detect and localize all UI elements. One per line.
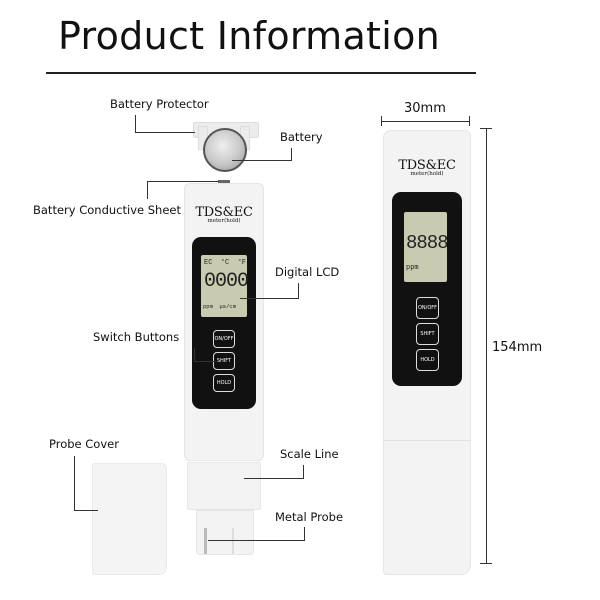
leader-scale-line-h: [244, 478, 304, 479]
digital-lcd-left: EC °C °F 0000 ppm μs/cm: [201, 255, 249, 317]
lcd-reading: 0000: [204, 270, 249, 293]
title-divider: [46, 72, 476, 74]
leader-probe-cover-v: [74, 456, 75, 510]
on-off-button[interactable]: ON/OFF: [416, 297, 439, 319]
label-digital-lcd: Digital LCD: [275, 265, 340, 279]
leader-battery-protector-v: [135, 115, 136, 133]
label-switch-buttons: Switch Buttons: [93, 330, 180, 344]
battery-conductive-sheet: [218, 180, 230, 183]
meter-brand-right: TDS&EC meter(hold): [383, 158, 471, 177]
hold-button[interactable]: HOLD: [416, 349, 439, 371]
leader-probe-cover-h: [74, 510, 98, 511]
leader-digital-lcd-h: [240, 298, 299, 299]
control-panel-right: 8888 ppm ON/OFF SHIFT HOLD: [392, 192, 462, 386]
leader-metal-probe-v: [304, 527, 305, 540]
battery-coin: [203, 128, 247, 172]
brand-subtitle: meter(hold): [410, 171, 444, 177]
dimension-height-tick-top: [480, 128, 492, 129]
lcd-units: ppm: [406, 264, 419, 272]
leader-digital-lcd-v: [298, 283, 299, 298]
leader-battery-v: [291, 148, 292, 160]
probe-cover: [92, 463, 167, 575]
label-battery-conductive-sheet: Battery Conductive Sheet: [33, 203, 181, 217]
page-title: Product Information: [58, 14, 441, 58]
leader-conductive-sheet-v: [147, 181, 148, 199]
lcd-mode-indicators: EC °C °F: [204, 259, 247, 267]
dimension-height-line: [486, 128, 487, 563]
shift-button[interactable]: SHIFT: [213, 352, 235, 370]
leader-switch-buttons-v: [194, 348, 195, 361]
cap-seam: [383, 440, 471, 441]
lcd-units: ppm μs/cm: [203, 303, 237, 310]
leader-conductive-sheet-h: [147, 181, 219, 182]
on-off-button[interactable]: ON/OFF: [213, 330, 235, 348]
leader-metal-probe-h: [208, 540, 305, 541]
leader-battery-protector-h: [135, 132, 195, 133]
dimension-width-label: 30mm: [404, 101, 446, 116]
dimension-height-tick-bottom: [480, 563, 492, 564]
leader-battery-h: [232, 160, 292, 161]
control-panel-left: EC °C °F 0000 ppm μs/cm ON/OFF SHIFT HOL…: [192, 237, 256, 409]
dimension-height-label: 154mm: [492, 340, 543, 355]
hold-button[interactable]: HOLD: [213, 374, 235, 392]
brand-name: TDS&EC: [398, 158, 456, 173]
brand-subtitle: meter(hold): [207, 218, 241, 224]
dimension-width-tick-right: [469, 116, 470, 126]
leader-switch-buttons-h: [194, 361, 216, 362]
lcd-reading: 8888: [406, 232, 449, 254]
label-battery-protector: Battery Protector: [110, 97, 209, 111]
label-metal-probe: Metal Probe: [275, 510, 344, 524]
shift-button[interactable]: SHIFT: [416, 323, 439, 345]
meter-body-right: TDS&EC meter(hold) 8888 ppm ON/OFF SHIFT…: [383, 130, 471, 575]
leader-scale-line-v: [303, 465, 304, 478]
dimension-width-tick-left: [381, 116, 382, 126]
meter-body-left: TDS&EC meter(hold) EC °C °F 0000 ppm μs/…: [184, 183, 264, 461]
label-probe-cover: Probe Cover: [49, 437, 119, 451]
label-battery: Battery: [280, 130, 323, 144]
probe-base: [187, 462, 261, 510]
digital-lcd-right: 8888 ppm: [404, 212, 449, 282]
brand-name: TDS&EC: [195, 205, 253, 220]
metal-probe-pin: [204, 528, 207, 554]
dimension-width-line: [381, 121, 470, 122]
meter-brand-left: TDS&EC meter(hold): [184, 205, 264, 224]
label-scale-line: Scale Line: [280, 447, 339, 461]
metal-probe-pin: [232, 528, 234, 554]
